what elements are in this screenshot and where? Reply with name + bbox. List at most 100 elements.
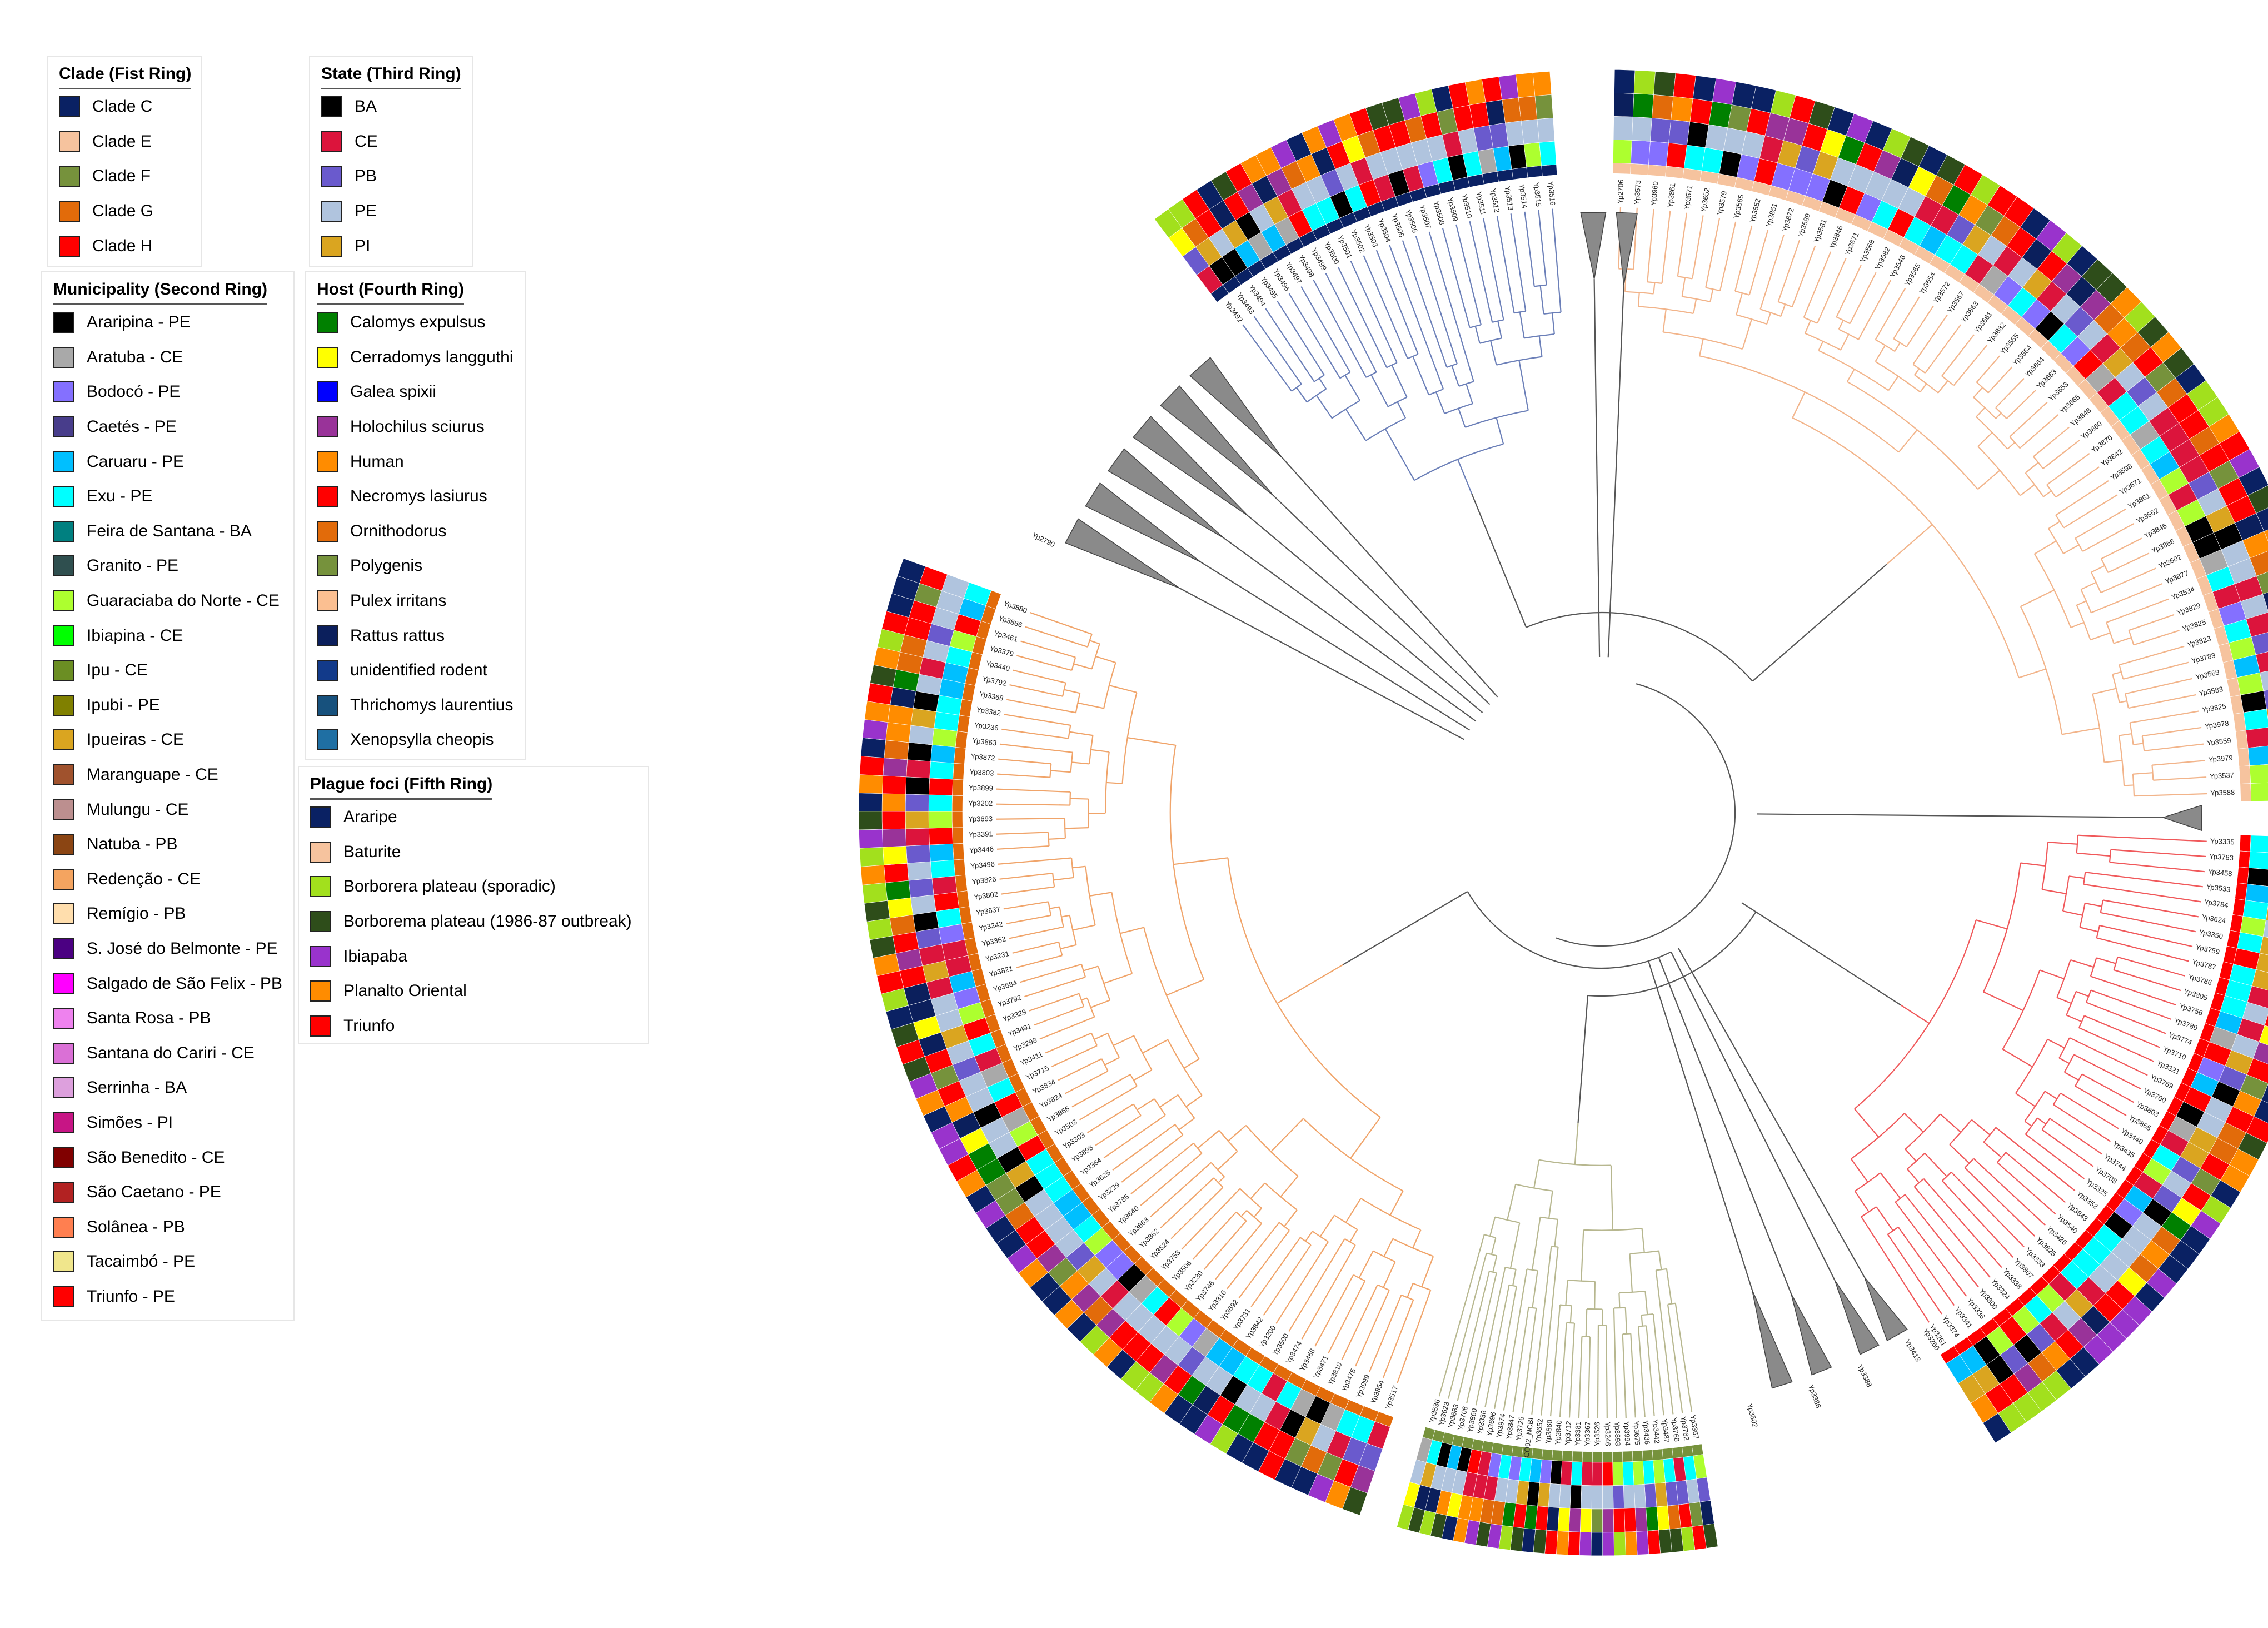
legend-label: Calomys expulsus <box>350 313 486 332</box>
branch <box>997 773 1050 778</box>
tip-label: Yp3329 <box>1001 1008 1027 1024</box>
branch <box>1875 339 1895 352</box>
branch <box>1466 384 1473 404</box>
branch <box>1941 1180 2013 1258</box>
tip-label: Yp3700 <box>2142 1086 2167 1104</box>
branch <box>2134 793 2207 797</box>
ring-cell <box>2262 592 2268 611</box>
ring-cell <box>1687 121 1709 148</box>
legend-label: São Benedito - CE <box>87 1148 225 1167</box>
branch <box>996 832 1049 835</box>
branch <box>1522 1308 1537 1413</box>
tip-label: Yp3552 <box>2135 506 2160 525</box>
ring-cell <box>1505 121 1524 147</box>
ring-cell <box>1539 141 1557 166</box>
ring-cell <box>1591 1532 1603 1556</box>
branch <box>1953 345 1988 386</box>
tip-label: Yp3861 <box>2126 491 2151 510</box>
branch <box>1780 303 1786 317</box>
branch <box>1345 409 1367 441</box>
branch <box>1940 1113 1962 1133</box>
branch <box>996 818 1065 820</box>
branch <box>1397 1290 1432 1383</box>
ring-cell <box>2262 919 2268 938</box>
ring-cell <box>905 811 929 829</box>
tip-label: Yp3671 <box>1843 231 1860 257</box>
tip-label: Yp3382 <box>976 705 1001 718</box>
branch <box>1428 231 1474 382</box>
branch <box>1524 211 1535 287</box>
tip-label: Yp3861 <box>1666 182 1677 207</box>
branch <box>1496 356 1542 366</box>
branch <box>1653 282 1656 294</box>
branch <box>1034 1005 1084 1026</box>
branch <box>2063 494 2118 529</box>
tip-label: Yp3588 <box>2210 788 2235 797</box>
ring-cell <box>905 794 929 812</box>
ring-cell <box>2256 953 2268 973</box>
branch <box>1457 459 1473 494</box>
branch <box>1314 1274 1354 1347</box>
tip-label: Yp3860 <box>2079 420 2103 441</box>
legend-host-item: Pulex irritans <box>317 584 525 619</box>
branch <box>1486 1252 1497 1257</box>
branch <box>1412 1229 1422 1248</box>
ring-cell <box>1602 1532 1614 1556</box>
legend-label: Clade E <box>92 132 152 151</box>
ring-cell <box>906 844 931 864</box>
branch <box>1995 377 2025 409</box>
branch <box>1455 224 1482 325</box>
branch <box>1661 210 1671 283</box>
branch <box>2055 515 2065 529</box>
branch <box>2096 957 2116 964</box>
backbone <box>1200 561 1471 731</box>
branch <box>1458 408 1466 428</box>
branch <box>1496 216 1515 313</box>
branch <box>1095 655 1116 664</box>
legend-label: Ibiapaba <box>343 947 408 965</box>
branch <box>1995 412 2002 419</box>
tip-label: Yp3526 <box>1593 1422 1601 1446</box>
branch <box>1861 1216 1930 1323</box>
tip-label: Yp3335 <box>2210 837 2235 846</box>
branch <box>1531 1217 1541 1270</box>
ring-cell <box>928 811 953 829</box>
legend-swatch <box>53 868 74 890</box>
legend-swatch <box>321 131 342 152</box>
ring-cell <box>2249 551 2268 576</box>
ring-cell <box>2238 850 2251 868</box>
branch <box>1906 305 1934 347</box>
branch <box>1300 1237 1312 1246</box>
ring-cell <box>929 827 953 845</box>
tip-label: Yp3854 <box>1369 1379 1385 1405</box>
legend-municipality-item: Solânea - PB <box>53 1209 293 1244</box>
backbone <box>1526 611 1753 682</box>
tip-label: Yp3810 <box>1325 1361 1343 1386</box>
branch <box>1923 1178 2002 1268</box>
branch <box>1328 1281 1366 1354</box>
tip-label: Yp3787 <box>2191 958 2217 972</box>
annotation-rings <box>858 69 2268 1556</box>
branch <box>1655 1270 1674 1415</box>
ring-cell <box>2251 632 2268 655</box>
tip-label: Yp3436 <box>1642 1420 1652 1445</box>
collapsed-clade <box>1751 1290 1793 1389</box>
legend-label: Clade F <box>92 167 151 186</box>
branch <box>1319 1214 1335 1237</box>
branch <box>1217 1151 1238 1171</box>
legend-municipality-item: Triunfo - PE <box>53 1280 293 1315</box>
branch <box>1905 1194 1979 1288</box>
branch <box>1484 1285 1510 1407</box>
tip-label: Yp3458 <box>2207 867 2232 878</box>
legend-state-item: CE <box>321 125 472 160</box>
branch <box>1662 309 1667 332</box>
legend-municipality-item: Ipu - CE <box>53 653 293 688</box>
branch <box>1004 714 1071 726</box>
backbone <box>1273 495 1491 705</box>
legend-label: Solânea - PB <box>87 1217 185 1236</box>
tip-label: Yp3899 <box>969 783 993 793</box>
branch <box>2009 436 2021 449</box>
tip-label: Yp3246 <box>1603 1422 1612 1446</box>
legend-swatch <box>53 451 74 472</box>
